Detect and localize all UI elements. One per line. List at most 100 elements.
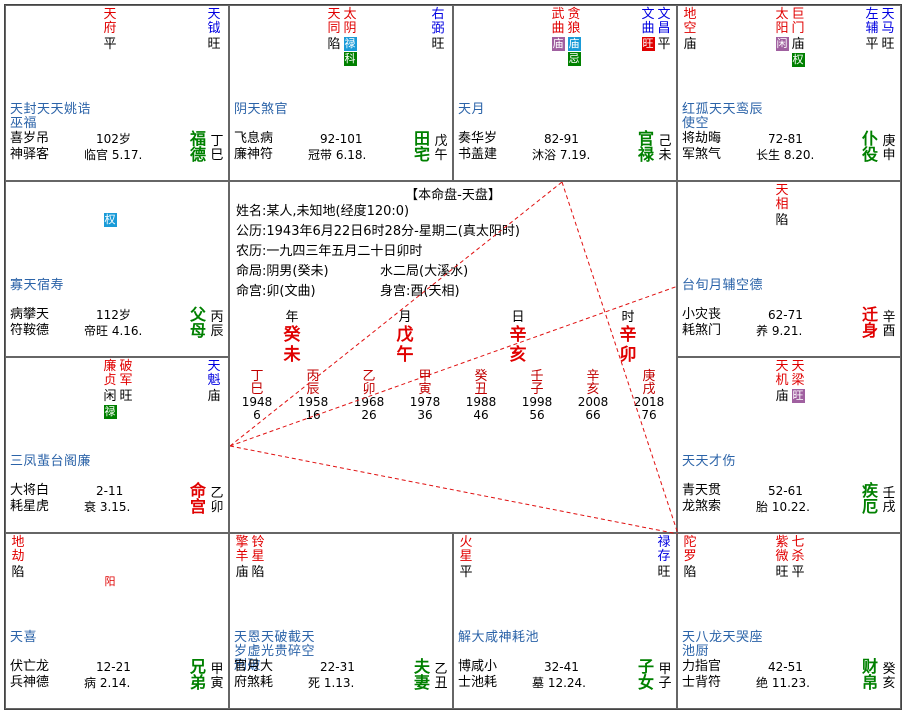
ju-line: 命局:阴男(癸未)	[236, 264, 329, 279]
major-star: 天同陷	[326, 8, 342, 52]
pillar-branch: 卯	[619, 345, 637, 365]
pillar-stem: 辛	[509, 325, 527, 345]
star-name: 铃星	[251, 535, 265, 564]
minor-stars: 天喜	[10, 630, 38, 645]
star-name: 火星	[459, 535, 473, 564]
transform-badge: 禄	[343, 37, 357, 51]
star-name: 紫微	[775, 535, 789, 564]
star-brightness: 陷	[775, 213, 789, 228]
transform-badge: 忌	[567, 52, 581, 66]
ju-element: 水二局(大溪水)	[380, 264, 469, 279]
life-stage: 绝 11.23.	[756, 676, 810, 690]
age-range: 32-41	[544, 660, 579, 674]
cycle-age: 36	[417, 408, 433, 422]
star-brightness: 平	[103, 37, 117, 52]
star-brightness: 旺	[775, 565, 789, 580]
star-name: 天府	[103, 7, 117, 36]
star-name: 武曲	[551, 7, 565, 36]
age-range: 22-31	[320, 660, 355, 674]
star-name: 太阴	[343, 7, 357, 36]
major-star: 陀罗陷	[682, 536, 698, 580]
age-range: 62-71	[768, 308, 803, 322]
major-star: 太阳闲	[774, 8, 790, 51]
pillar-branch: 亥	[509, 345, 527, 365]
spirit-stars: 奏华岁 书盖建	[458, 131, 498, 162]
star-name: 左辅	[865, 7, 879, 36]
transform-badge: 闲	[775, 37, 789, 51]
major-star: 廉贞闲禄	[102, 360, 118, 419]
palace-name: 官禄	[638, 129, 655, 164]
life-stage: 养 9.21.	[756, 324, 803, 338]
star-brightness: 旺	[881, 37, 895, 52]
major-star: 天相陷	[774, 184, 790, 228]
minor-stars: 解大咸神耗池	[458, 630, 540, 645]
transform-badge: 旺	[641, 37, 655, 51]
cycle-age: 6	[253, 408, 261, 422]
life-stage: 帝旺 4.16.	[84, 324, 143, 338]
cycle-age: 16	[305, 408, 321, 422]
star-brightness: 庙	[791, 37, 805, 52]
palace-name: 兄弟	[190, 657, 207, 692]
hour-pillar: 时 辛 卯	[618, 306, 638, 365]
life-stage: 病 2.14.	[84, 676, 131, 690]
pillar-stem: 癸	[283, 325, 301, 345]
transform-badge: 阳	[104, 575, 116, 588]
major-star: 右弼旺	[430, 8, 446, 52]
star-name: 天梁	[791, 359, 805, 388]
spirit-stars: 喜岁吊 神驿客	[10, 131, 50, 162]
star-name: 天相	[775, 183, 789, 212]
minor-stars: 红孤天天鸾辰使空	[682, 102, 764, 131]
cycle-age: 66	[585, 408, 601, 422]
life-stage: 胎 10.22.	[756, 500, 810, 514]
star-brightness: 旺	[657, 565, 671, 580]
palace-stem-branch: 癸亥	[882, 662, 896, 691]
age-range: 12-21	[96, 660, 131, 674]
palace-name: 命宫	[190, 481, 207, 516]
star-brightness: 旺	[119, 389, 133, 404]
palace-stem-branch: 壬戌	[882, 486, 896, 515]
palace-stem-branch: 辛酉	[882, 310, 896, 339]
star-brightness: 庙	[235, 565, 249, 580]
palace-stem-branch: 己未	[658, 134, 672, 163]
spirit-stars: 小灾丧 耗煞门	[682, 307, 722, 338]
spirit-stars: 力指官 士背符	[682, 659, 722, 690]
palace-stem-branch: 庚申	[882, 134, 896, 163]
age-range: 42-51	[768, 660, 803, 674]
star-name: 天魁	[207, 359, 221, 388]
cycle-age: 46	[473, 408, 489, 422]
pillar-stem: 辛	[619, 325, 637, 345]
star-brightness: 陷	[327, 37, 341, 52]
transform-badge: 科	[343, 52, 357, 66]
palace-name: 子女	[638, 657, 655, 692]
transform-badge: 庙	[567, 37, 581, 51]
major-star: 贪狼庙忌	[566, 8, 582, 66]
palace-stem-branch: 乙丑	[434, 662, 448, 691]
major-star: 巨门庙权	[790, 8, 806, 67]
age-range: 2-11	[96, 484, 124, 498]
palace-name: 疾厄	[862, 481, 879, 516]
cycle-age: 26	[361, 408, 377, 422]
major-star: 天机庙	[774, 360, 790, 404]
palace-name: 夫妻	[414, 657, 431, 692]
palace-stem-branch: 甲子	[658, 662, 672, 691]
star-name: 破军	[119, 359, 133, 388]
star-brightness: 平	[459, 565, 473, 580]
star-brightness: 旺	[431, 37, 445, 52]
